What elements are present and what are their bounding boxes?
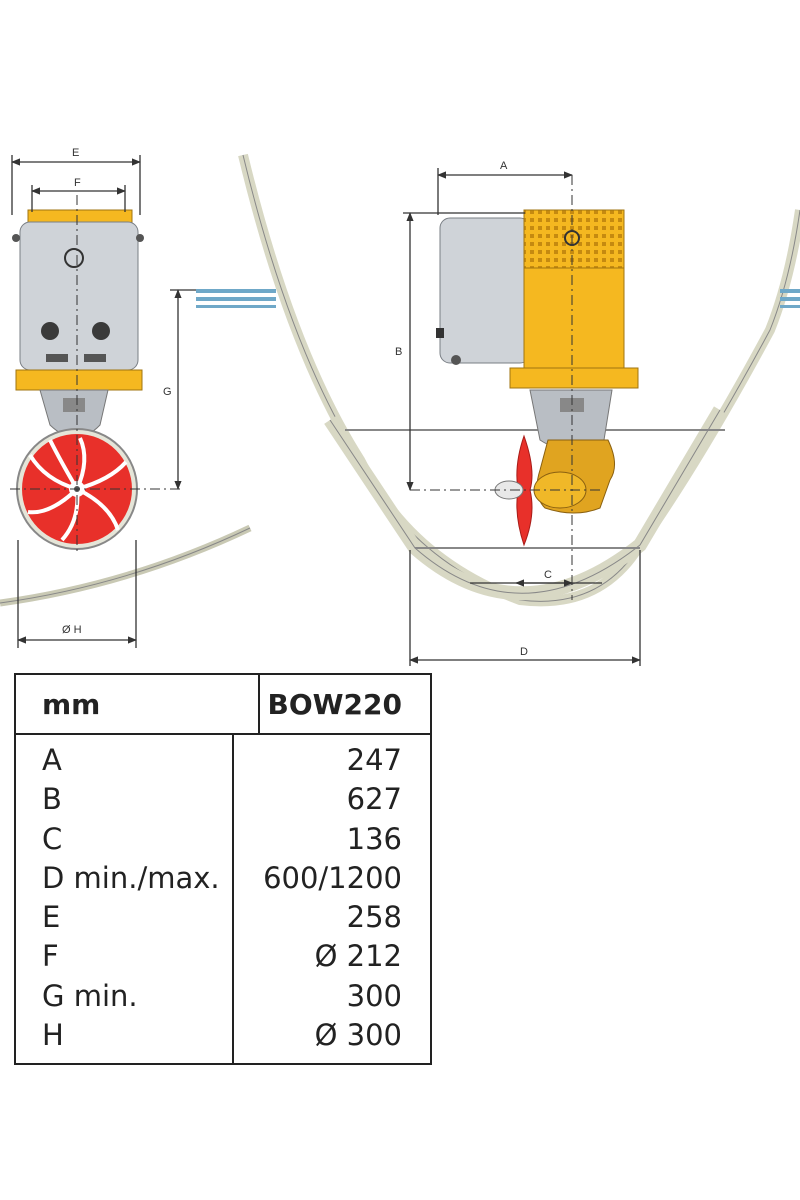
dim-label-f: F	[74, 177, 81, 189]
header-unit: mm	[42, 687, 101, 721]
dim-label-h: Ø H	[62, 624, 82, 636]
motor-front	[12, 209, 144, 391]
dim-label-e: E	[72, 147, 79, 159]
value-column: 247 627 136 600/1200 258 Ø 212 300 Ø 300	[232, 735, 430, 1065]
row-value-d: 600/1200	[263, 860, 402, 895]
dim-label-g: G	[163, 386, 172, 398]
dim-label-c: C	[544, 569, 552, 581]
front-view: E F G Ø H	[0, 147, 276, 648]
row-value-a: 247	[346, 743, 402, 777]
row-label-d: D min./max.	[42, 860, 220, 895]
row-label-f: F	[42, 939, 59, 974]
row-value-e: 258	[346, 900, 402, 935]
motor-side	[436, 209, 639, 389]
water-line-side	[780, 289, 800, 308]
water-line-front	[196, 289, 276, 308]
spec-table: mm BOW220 A B C D min./max. E F G min. H…	[14, 673, 432, 1065]
dim-label-d: D	[520, 646, 528, 658]
label-column: A B C D min./max. E F G min. H	[16, 735, 232, 1065]
row-label-b: B	[42, 782, 62, 817]
row-label-g: G min.	[42, 978, 138, 1013]
thruster-diagram: E F G Ø H	[0, 147, 800, 666]
row-label-c: C	[42, 821, 63, 856]
row-value-f: Ø 212	[314, 939, 402, 974]
dim-label-b: B	[395, 346, 402, 358]
row-label-e: E	[42, 900, 61, 935]
row-label-a: A	[42, 743, 62, 777]
dim-label-a: A	[500, 160, 508, 172]
side-view: A B C D	[238, 153, 800, 666]
row-value-b: 627	[346, 782, 402, 817]
row-value-h: Ø 300	[314, 1018, 402, 1053]
row-value-c: 136	[346, 821, 402, 856]
row-label-h: H	[42, 1018, 64, 1053]
table-header: mm BOW220	[16, 675, 430, 735]
header-model: BOW220	[258, 675, 430, 733]
row-value-g: 300	[346, 978, 402, 1013]
hull-curve-front	[0, 524, 252, 607]
